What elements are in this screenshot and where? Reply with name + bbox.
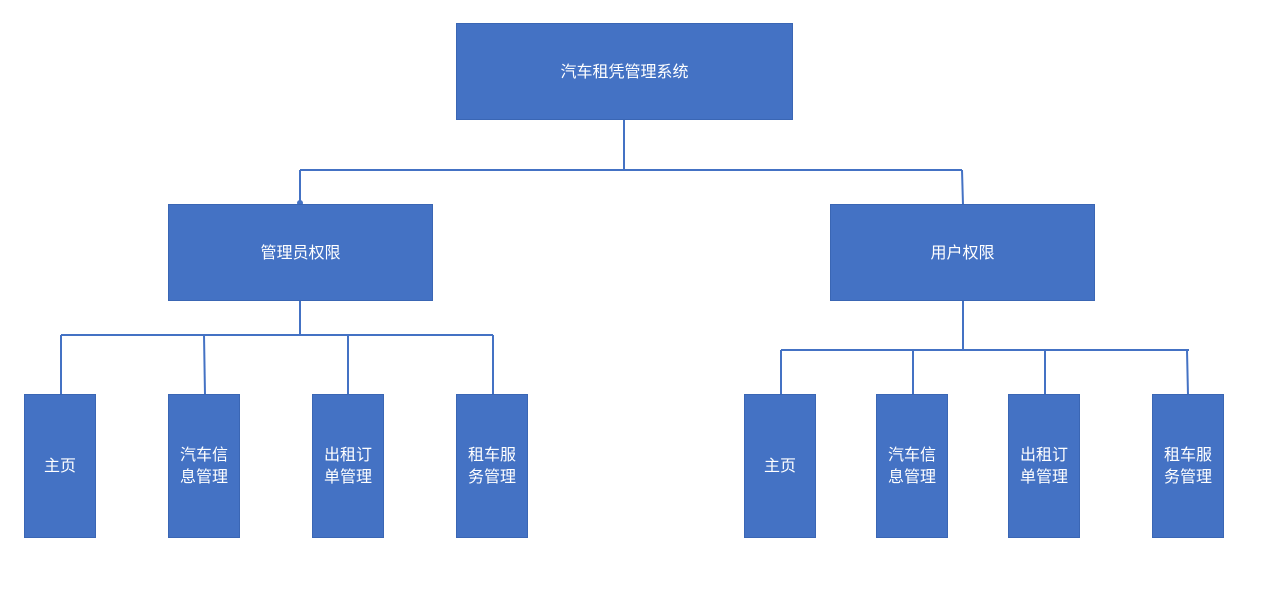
user-connector [961,169,964,206]
admin-car-info-label: 汽车信息管理 [179,445,228,486]
user-car-info-node: 汽车信息管理 [876,394,948,538]
user-rental-order-label: 出租订单管理 [1019,445,1068,486]
root-label: 汽车租凭管理系统 [560,61,689,81]
user-car-info-label: 汽车信息管理 [887,445,936,486]
admin-rental-service-label: 租车服务管理 [467,445,516,486]
admin-home-label: 主页 [43,456,76,475]
user-home-label: 主页 [763,456,796,475]
user-rental-order-node: 出租订单管理 [1008,394,1080,538]
admin-rental-service-node: 租车服务管理 [456,394,528,538]
admin-rental-order-label: 出租订单管理 [323,445,372,486]
root-node: 汽车租凭管理系统 [456,23,793,120]
user-permissions-label: 用户权限 [930,242,995,262]
admin-rental-order-node: 出租订单管理 [312,394,384,538]
admin-car-info-node: 汽车信息管理 [168,394,240,538]
admin-permissions-node: 管理员权限 [168,204,433,301]
user-rental-service-node: 租车服务管理 [1152,394,1224,538]
admin-permissions-label: 管理员权限 [260,242,341,262]
admin-home-node: 主页 [24,394,96,538]
user-rental-service-label: 租车服务管理 [1163,445,1212,486]
admin-child-connector-2 [203,334,206,396]
user-home-node: 主页 [744,394,816,538]
user-child-connector-4 [1186,349,1189,396]
user-permissions-node: 用户权限 [830,204,1095,301]
